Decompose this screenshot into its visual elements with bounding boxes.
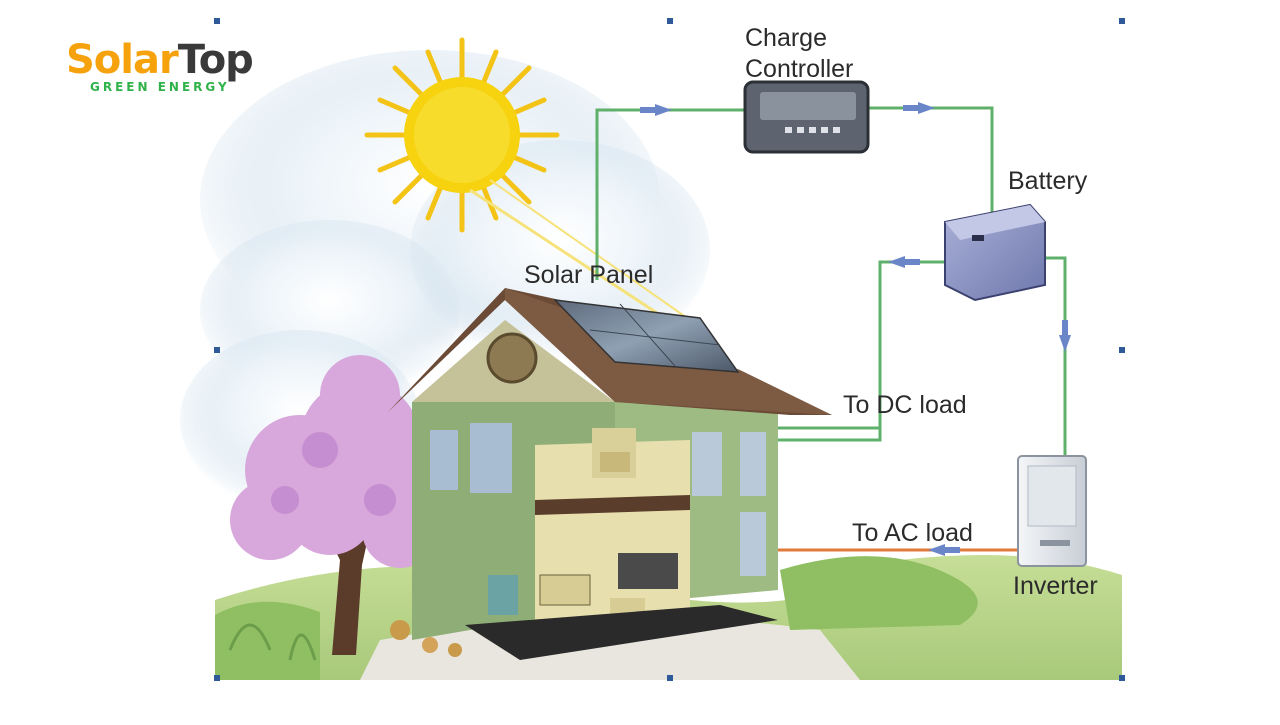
- frame-handle-bottom-right[interactable]: [1119, 675, 1125, 681]
- arrow-to-ac-load: [928, 544, 945, 556]
- label-solar-panel: Solar Panel: [524, 261, 654, 289]
- label-charge-controller-line2: Controller: [745, 55, 854, 83]
- sun-icon: [364, 37, 691, 321]
- battery-icon: [944, 203, 1046, 302]
- flow-arrows: [640, 102, 1071, 556]
- label-ac-load: To AC load: [852, 519, 973, 547]
- frame-handle-bottom-left[interactable]: [214, 675, 220, 681]
- charge-controller-icon: [743, 80, 870, 154]
- arrow-to-battery-wire: [918, 102, 935, 114]
- logo-solar-text: Solar: [66, 37, 179, 83]
- frame-handle-mid-left[interactable]: [214, 347, 220, 353]
- house: [388, 288, 832, 660]
- frame-handle-top-center[interactable]: [667, 18, 673, 24]
- label-battery: Battery: [1008, 167, 1088, 195]
- inverter-icon: [1017, 455, 1087, 567]
- solartop-logo: SolarTop GREEN ENERGY: [66, 36, 266, 98]
- arrow-to-controller: [655, 104, 672, 116]
- label-charge-controller-line1: Charge: [745, 24, 827, 52]
- frame-handle-top-left[interactable]: [214, 18, 220, 24]
- frame-handle-top-right[interactable]: [1119, 18, 1125, 24]
- arrow-to-dc-load: [888, 256, 905, 268]
- logo-tagline: GREEN ENERGY: [90, 80, 230, 94]
- foreground-flowers: [228, 620, 462, 661]
- logo-wordmark: SolarTop: [66, 36, 254, 84]
- arrow-to-inverter: [1059, 335, 1071, 352]
- label-inverter: Inverter: [1013, 572, 1098, 600]
- frame-handle-bottom-center[interactable]: [667, 675, 673, 681]
- frame-handle-mid-right[interactable]: [1119, 347, 1125, 353]
- logo-top-text: Top: [177, 37, 254, 83]
- label-dc-load: To DC load: [843, 391, 967, 419]
